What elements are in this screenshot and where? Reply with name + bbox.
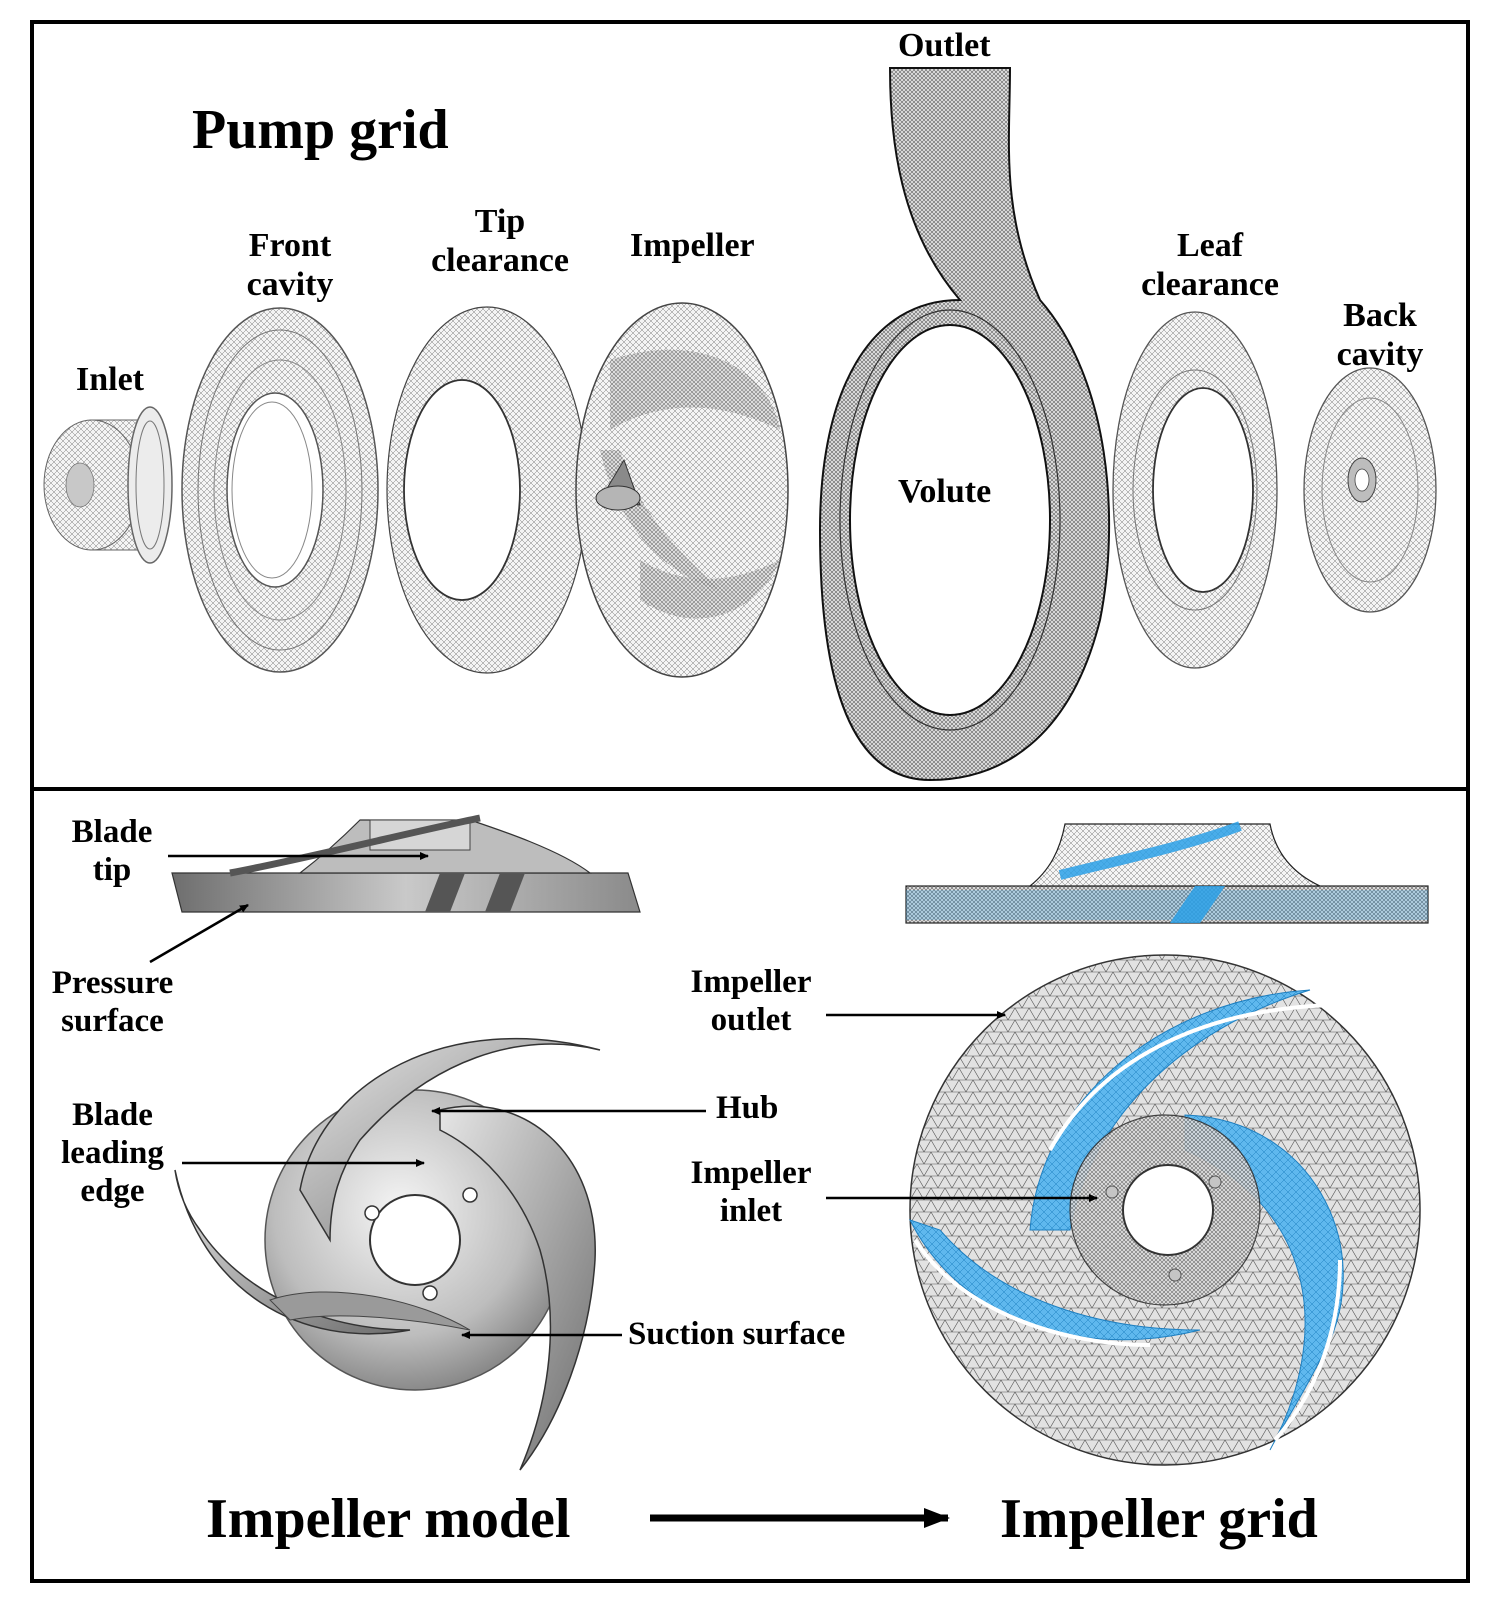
tip-clearance-label-line2: clearance <box>431 242 569 280</box>
tip-clearance-label-line1: Tip <box>474 203 526 240</box>
inlet-mesh <box>43 406 173 564</box>
leaf-clearance-label-line2: clearance <box>1141 266 1279 304</box>
impeller-model-title: Impeller model <box>206 1488 571 1550</box>
suction-surface-label: Suction surface <box>628 1316 846 1352</box>
pressure-surface-label: Pressure surface <box>40 965 185 1041</box>
impeller-outlet-label: Impeller outlet <box>676 964 826 1040</box>
blade-tip-label: Blade tip <box>62 814 162 890</box>
pressure-surface-leader <box>149 903 249 964</box>
impeller-model-side-view <box>171 814 641 913</box>
back-cavity-mesh <box>1303 367 1437 613</box>
front-cavity-mesh <box>181 307 379 673</box>
panel-divider <box>30 787 1470 791</box>
impeller-model-front-view <box>174 1037 601 1471</box>
tip-clearance-mesh <box>386 306 588 674</box>
back-cavity-label: Back cavity <box>1320 296 1440 376</box>
front-cavity-label-line1: Front <box>248 227 332 264</box>
impeller-label: Impeller <box>630 227 755 264</box>
tip-clearance-label: Tip clearance <box>420 202 580 280</box>
volute-mesh <box>818 67 1111 782</box>
leaf-clearance-label: Leaf clearance <box>1130 226 1290 304</box>
inlet-label: Inlet <box>76 361 144 398</box>
impeller-inlet-label-line2: inlet <box>719 1192 783 1229</box>
leaf-clearance-label-line1: Leaf <box>1176 227 1244 264</box>
impeller-outlet-label-line1: Impeller <box>690 964 812 1000</box>
blade-leading-edge-label-line3: edge <box>80 1172 145 1209</box>
figure-frame <box>30 20 1470 1583</box>
blade-leading-edge-label: Blade leading edge <box>50 1097 175 1211</box>
impeller-inlet-label-line1: Impeller <box>690 1155 812 1191</box>
outlet-label: Outlet <box>898 27 991 64</box>
blade-leading-edge-label-line2: leading <box>61 1134 164 1171</box>
blade-tip-label-line1: Blade <box>71 814 153 850</box>
pressure-surface-label-line1: Pressure <box>51 965 174 1001</box>
impeller-mesh <box>575 302 789 678</box>
leaf-clearance-mesh <box>1112 311 1278 669</box>
front-cavity-label-line2: cavity <box>246 266 334 304</box>
impeller-grid-title: Impeller grid <box>1000 1488 1318 1550</box>
volute-label: Volute <box>898 473 992 510</box>
impeller-grid-front-view <box>909 954 1421 1466</box>
pressure-surface-label-line2: surface <box>61 1002 164 1039</box>
hub-label: Hub <box>716 1090 779 1126</box>
impeller-outlet-label-line2: outlet <box>710 1001 792 1038</box>
impeller-grid-side-view <box>905 821 1429 924</box>
blade-leading-edge-label-line1: Blade <box>72 1097 153 1133</box>
back-cavity-label-line2: cavity <box>1336 336 1424 374</box>
back-cavity-label-line1: Back <box>1343 297 1417 334</box>
pump-grid-title: Pump grid <box>192 99 449 161</box>
impeller-inlet-label: Impeller inlet <box>676 1155 826 1231</box>
blade-tip-label-line2: tip <box>92 851 132 888</box>
front-cavity-label: Front cavity <box>230 226 350 304</box>
